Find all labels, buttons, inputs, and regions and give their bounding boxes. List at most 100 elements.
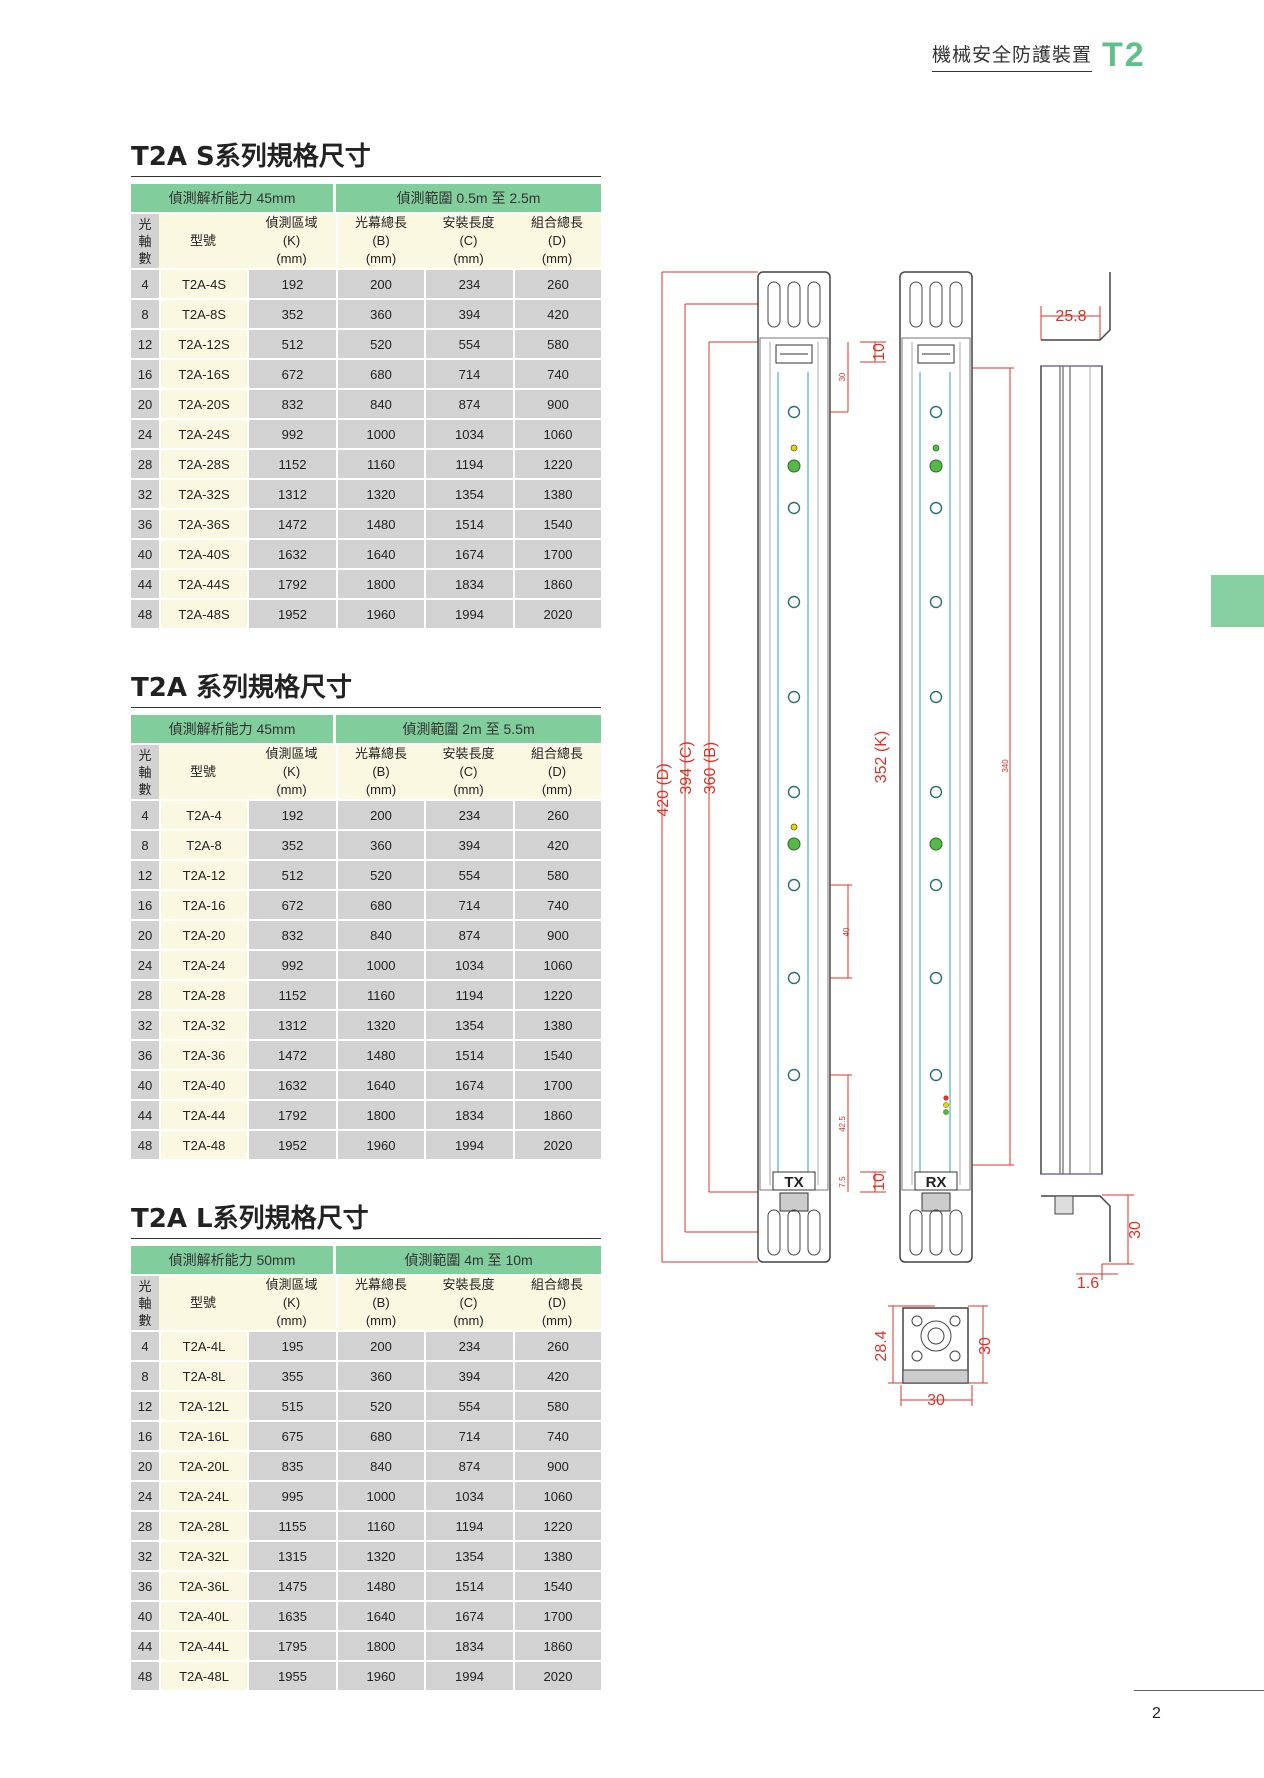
model-cell: T2A-16L bbox=[159, 1420, 247, 1450]
k-value-cell: 1472 bbox=[247, 508, 336, 538]
k-value-cell: 1795 bbox=[247, 1630, 336, 1660]
axes-count-cell: 16 bbox=[131, 1420, 159, 1450]
c-value-cell: 1514 bbox=[424, 508, 513, 538]
axes-count-cell: 28 bbox=[131, 979, 159, 1009]
col-axes-header: 光軸數 bbox=[131, 1274, 159, 1330]
axes-count-cell: 16 bbox=[131, 889, 159, 919]
dim-1-6-label: 1.6 bbox=[1077, 1275, 1099, 1292]
b-value-cell: 360 bbox=[336, 1360, 424, 1390]
axes-count-cell: 8 bbox=[131, 829, 159, 859]
c-value-cell: 1354 bbox=[424, 1540, 513, 1570]
side-view-profile bbox=[1040, 272, 1111, 1262]
axes-count-cell: 4 bbox=[131, 1330, 159, 1360]
c-value-cell: 1514 bbox=[424, 1570, 513, 1600]
c-value-cell: 394 bbox=[424, 1360, 513, 1390]
b-value-cell: 680 bbox=[336, 889, 424, 919]
k-value-cell: 995 bbox=[247, 1480, 336, 1510]
b-value-cell: 1320 bbox=[336, 1009, 424, 1039]
model-cell: T2A-32S bbox=[159, 478, 247, 508]
c-value-cell: 394 bbox=[424, 298, 513, 328]
d-value-cell: 1540 bbox=[513, 1570, 602, 1600]
model-cell: T2A-40S bbox=[159, 538, 247, 568]
axes-count-cell: 20 bbox=[131, 388, 159, 418]
k-value-cell: 1792 bbox=[247, 568, 336, 598]
b-value-cell: 1480 bbox=[336, 1570, 424, 1600]
d-value-cell: 260 bbox=[513, 799, 602, 829]
col-model-header: 型號 bbox=[159, 212, 247, 268]
d-value-cell: 580 bbox=[513, 328, 602, 358]
k-value-cell: 832 bbox=[247, 388, 336, 418]
c-value-cell: 714 bbox=[424, 358, 513, 388]
d-value-cell: 900 bbox=[513, 388, 602, 418]
resolution-label: 偵測解析能力 50mm bbox=[131, 1246, 336, 1274]
model-cell: T2A-36S bbox=[159, 508, 247, 538]
table-header-row: 光軸數型號偵測區域(K)(mm)光幕總長(B)(mm)安裝長度(C)(mm)組合… bbox=[131, 743, 602, 799]
k-value-cell: 672 bbox=[247, 889, 336, 919]
axes-count-cell: 16 bbox=[131, 358, 159, 388]
model-cell: T2A-20L bbox=[159, 1450, 247, 1480]
dim-base-30-h-label: 30 bbox=[927, 1392, 945, 1409]
k-value-cell: 352 bbox=[247, 298, 336, 328]
k-value-cell: 675 bbox=[247, 1420, 336, 1450]
model-cell: T2A-40 bbox=[159, 1069, 247, 1099]
col-d-header: 組合總長(D)(mm) bbox=[513, 212, 602, 268]
d-value-cell: 260 bbox=[513, 268, 602, 298]
c-value-cell: 234 bbox=[424, 1330, 513, 1360]
model-cell: T2A-24L bbox=[159, 1480, 247, 1510]
b-value-cell: 1000 bbox=[336, 1480, 424, 1510]
k-value-cell: 512 bbox=[247, 328, 336, 358]
d-value-cell: 1380 bbox=[513, 1540, 602, 1570]
k-value-cell: 512 bbox=[247, 859, 336, 889]
k-value-cell: 1152 bbox=[247, 448, 336, 478]
axes-count-cell: 24 bbox=[131, 1480, 159, 1510]
c-value-cell: 1034 bbox=[424, 418, 513, 448]
axes-count-cell: 28 bbox=[131, 1510, 159, 1540]
b-value-cell: 1480 bbox=[336, 508, 424, 538]
tx-label: TX bbox=[784, 1174, 803, 1191]
col-k-header: 偵測區域(K)(mm) bbox=[247, 212, 336, 268]
axes-count-cell: 36 bbox=[131, 1570, 159, 1600]
d-value-cell: 420 bbox=[513, 829, 602, 859]
axes-count-cell: 28 bbox=[131, 448, 159, 478]
model-cell: T2A-8S bbox=[159, 298, 247, 328]
model-cell: T2A-40L bbox=[159, 1600, 247, 1630]
d-value-cell: 1060 bbox=[513, 418, 602, 448]
c-value-cell: 1674 bbox=[424, 1069, 513, 1099]
model-cell: T2A-44S bbox=[159, 568, 247, 598]
axes-count-cell: 20 bbox=[131, 1450, 159, 1480]
c-value-cell: 1354 bbox=[424, 478, 513, 508]
model-cell: T2A-28 bbox=[159, 979, 247, 1009]
mounting-bracket-view bbox=[902, 1307, 969, 1384]
model-cell: T2A-20 bbox=[159, 919, 247, 949]
dim-c-label: 394 (C) bbox=[678, 741, 695, 794]
axes-count-cell: 32 bbox=[131, 1540, 159, 1570]
c-value-cell: 1834 bbox=[424, 1099, 513, 1129]
b-value-cell: 200 bbox=[336, 1330, 424, 1360]
b-value-cell: 1640 bbox=[336, 1069, 424, 1099]
b-value-cell: 200 bbox=[336, 268, 424, 298]
axes-count-cell: 48 bbox=[131, 1129, 159, 1159]
axes-count-cell: 32 bbox=[131, 1009, 159, 1039]
unit-labels: TX RX bbox=[784, 1174, 946, 1191]
c-value-cell: 1834 bbox=[424, 568, 513, 598]
